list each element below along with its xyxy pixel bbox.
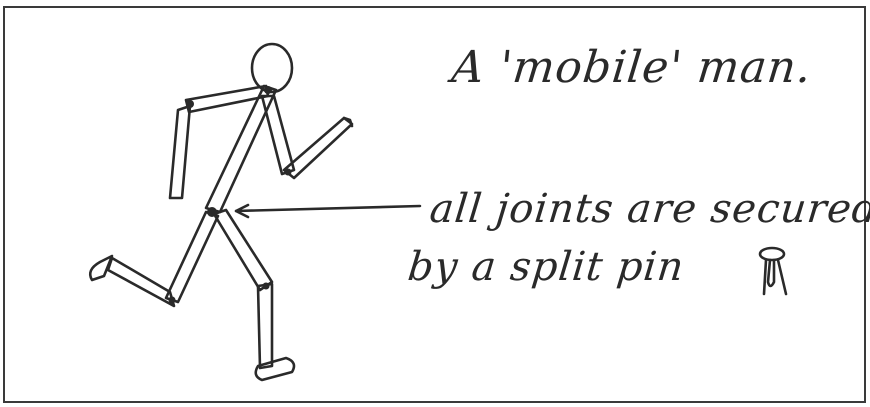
figure-back-shin <box>106 256 176 308</box>
pointer-arrow <box>234 203 422 219</box>
joint-back-shoulder <box>186 100 194 108</box>
joint-front-elbow <box>284 168 292 176</box>
figure-head <box>250 42 294 94</box>
joint-front-knee <box>262 282 270 290</box>
joint-hip <box>207 207 217 217</box>
figure-back-foot <box>88 254 114 282</box>
figure-front-foot <box>254 356 296 382</box>
figure-back-thigh <box>164 210 220 304</box>
diagram-border <box>3 6 866 403</box>
diagram-title: A 'mobile' man. <box>449 42 815 93</box>
figure-front-hand <box>342 116 354 128</box>
figure-front-thigh <box>212 208 274 292</box>
annotation-line-1: all joints are secured <box>427 186 870 232</box>
joint-pins <box>168 86 292 304</box>
figure-back-upper-arm <box>184 84 270 114</box>
figure-front-upper-arm <box>260 94 296 176</box>
joint-neck <box>264 86 272 94</box>
split-pin-icon <box>758 246 788 296</box>
annotation-line-2: by a split pin <box>405 244 687 290</box>
joint-back-knee <box>168 296 176 304</box>
figure-back-forearm <box>168 104 192 200</box>
figure-front-shin <box>256 282 274 370</box>
